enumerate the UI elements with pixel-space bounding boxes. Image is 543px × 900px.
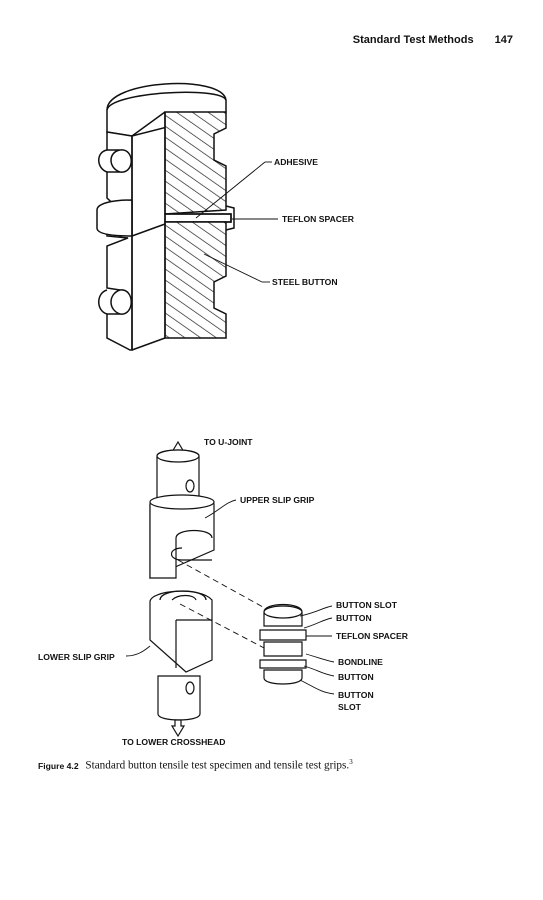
label-adhesive: ADHESIVE (274, 157, 318, 167)
figure-label: Figure 4.2 (38, 760, 79, 771)
button-specimen-cross-section (96, 82, 235, 351)
bottom-leaders (125, 499, 335, 695)
label-button-slot-top: BUTTON SLOT (336, 600, 398, 610)
label-teflon-spacer-bottom: TEFLON SPACER (336, 631, 409, 641)
label-lower-slip-grip: LOWER SLIP GRIP (38, 652, 115, 662)
label-button-bottom: BUTTON (338, 672, 374, 682)
running-title: Standard Test Methods (352, 34, 474, 46)
label-teflon-spacer: TEFLON SPACER (282, 214, 355, 224)
label-to-u-joint: TO U-JOINT (204, 437, 253, 447)
projection-lines (177, 559, 273, 651)
label-to-lower-crosshead: TO LOWER CROSSHEAD (122, 737, 225, 747)
figure-caption: Figure 4.2 Standard button tensile test … (38, 756, 420, 773)
label-upper-slip-grip: UPPER SLIP GRIP (240, 495, 315, 505)
label-button-slot-bottom-1: BUTTON (338, 690, 374, 700)
caption-reference: 3 (349, 758, 353, 766)
button-specimen (259, 603, 307, 685)
page-header: Standard Test Methods 147 (353, 34, 513, 46)
label-bondline: BONDLINE (338, 657, 383, 667)
page-number: 147 (494, 34, 513, 46)
top-leaders (195, 161, 278, 283)
label-steel-button: STEEL BUTTON (272, 277, 338, 287)
label-button-top: BUTTON (336, 613, 372, 623)
caption-text: Standard button tensile test specimen an… (85, 759, 350, 772)
label-button-slot-bottom-2: SLOT (338, 702, 362, 712)
tensile-grip-assembly (149, 440, 215, 738)
